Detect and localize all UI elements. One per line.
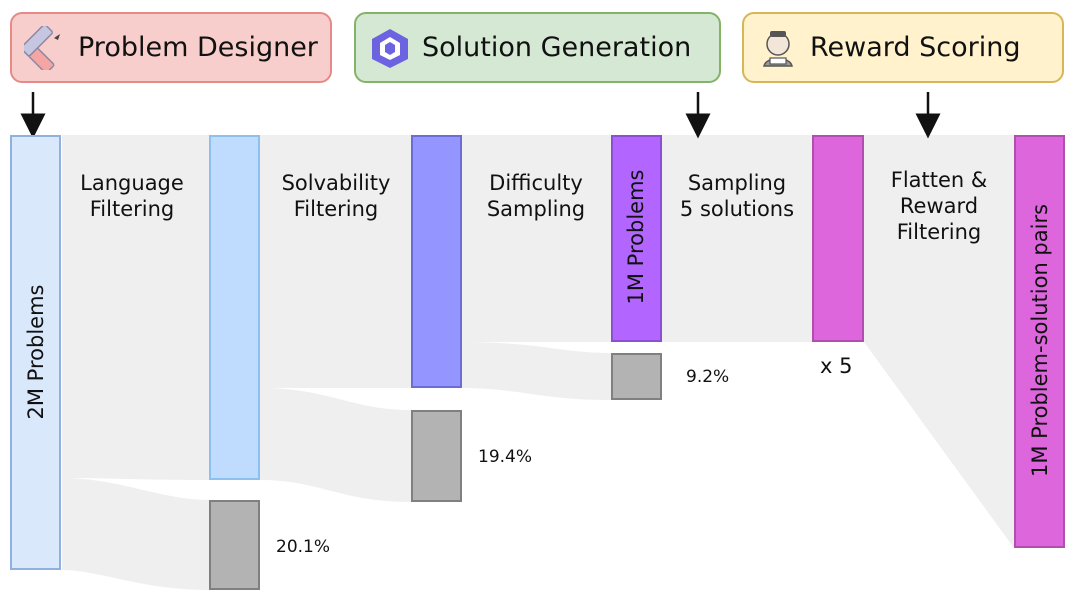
node-mid-label: 1M Problems xyxy=(624,169,648,305)
flow-band-start-to-drop1 xyxy=(62,478,210,590)
node-language-filtered xyxy=(209,135,260,480)
flow-band-lang-to-drop2 xyxy=(260,388,412,502)
drop-pct-language: 20.1% xyxy=(276,537,331,557)
stage-reward-scoring: Reward Scoring xyxy=(742,12,1064,83)
step-flatten-reward: Flatten & Reward Filtering xyxy=(890,168,988,244)
drop-pct-difficulty: 9.2% xyxy=(686,367,730,387)
scholar-icon xyxy=(763,30,793,67)
stage-label: Problem Designer xyxy=(78,32,318,63)
node-end-label: 1M Problem-solution pairs xyxy=(1028,203,1052,477)
qwen-logo-icon xyxy=(372,28,408,68)
step-difficulty-sampling: Difficulty Sampling xyxy=(486,171,586,221)
stage-solution-generation: Solution Generation xyxy=(354,12,721,83)
ruler-pencil-icon xyxy=(24,25,60,70)
step-language-filtering: Language Filtering xyxy=(80,171,184,221)
drop-node-difficulty xyxy=(611,353,662,400)
flow-band-mid-to-sample xyxy=(661,135,812,342)
step-sampling-solutions: Sampling 5 solutions xyxy=(679,171,795,221)
flow-band-lang-to-solv xyxy=(260,135,412,388)
step-solvability-filtering: Solvability Filtering xyxy=(281,171,391,221)
stage-problem-designer: Problem Designer xyxy=(10,12,332,83)
node-end xyxy=(1014,135,1065,548)
flow-band-solv-to-drop3 xyxy=(461,342,611,400)
drop-node-language xyxy=(209,500,260,590)
node-start-label: 2M Problems xyxy=(24,284,48,420)
stage-label: Reward Scoring xyxy=(810,32,1021,63)
flow-band-solv-to-mid xyxy=(461,135,611,342)
flow-band-start-to-lang xyxy=(62,135,210,480)
flow-band-sample-to-end xyxy=(864,135,1014,548)
times-label: x 5 xyxy=(820,354,853,378)
drop-node-solvability xyxy=(411,410,462,502)
stage-label: Solution Generation xyxy=(422,32,692,63)
drop-pct-solvability: 19.4% xyxy=(478,447,533,467)
node-solvability-filtered xyxy=(411,135,462,388)
node-sampled xyxy=(812,135,864,342)
node-mid xyxy=(611,135,662,342)
node-start xyxy=(10,135,61,570)
